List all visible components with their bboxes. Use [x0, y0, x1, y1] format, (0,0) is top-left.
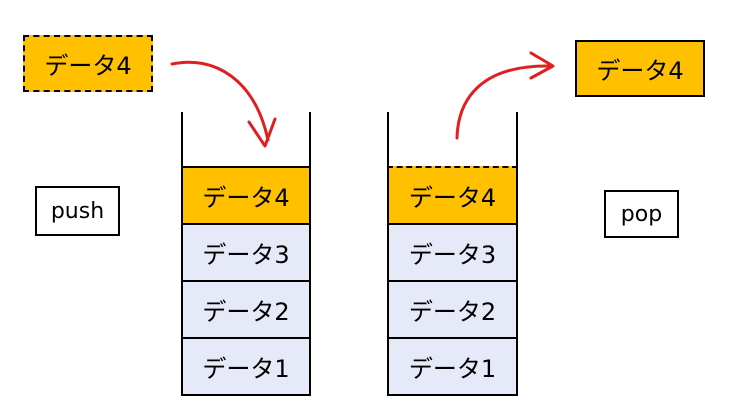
- right-stack-item-1: データ4: [387, 166, 518, 223]
- push-arrow: [170, 60, 270, 142]
- pop-label: pop: [604, 190, 679, 238]
- left-stack-wall-left: [181, 112, 183, 168]
- left-stack-item-4: データ1: [181, 337, 311, 396]
- outgoing-data-box: データ4: [575, 40, 705, 97]
- right-stack-wall-left: [387, 112, 389, 168]
- right-stack-item-3: データ2: [387, 280, 518, 337]
- left-stack-item-2: データ3: [181, 223, 311, 280]
- incoming-data-box: データ4: [23, 35, 153, 92]
- right-stack-item-4: データ1: [387, 337, 518, 396]
- pop-arrow: [455, 64, 552, 140]
- left-stack-item-1: データ4: [181, 166, 311, 223]
- right-stack-wall-right: [516, 112, 518, 168]
- push-arrow-head: [247, 117, 277, 148]
- right-stack-item-2: データ3: [387, 223, 518, 280]
- left-stack-wall-right: [309, 112, 311, 168]
- left-stack-item-3: データ2: [181, 280, 311, 337]
- push-label: push: [35, 186, 120, 236]
- pop-arrow-head: [529, 51, 555, 80]
